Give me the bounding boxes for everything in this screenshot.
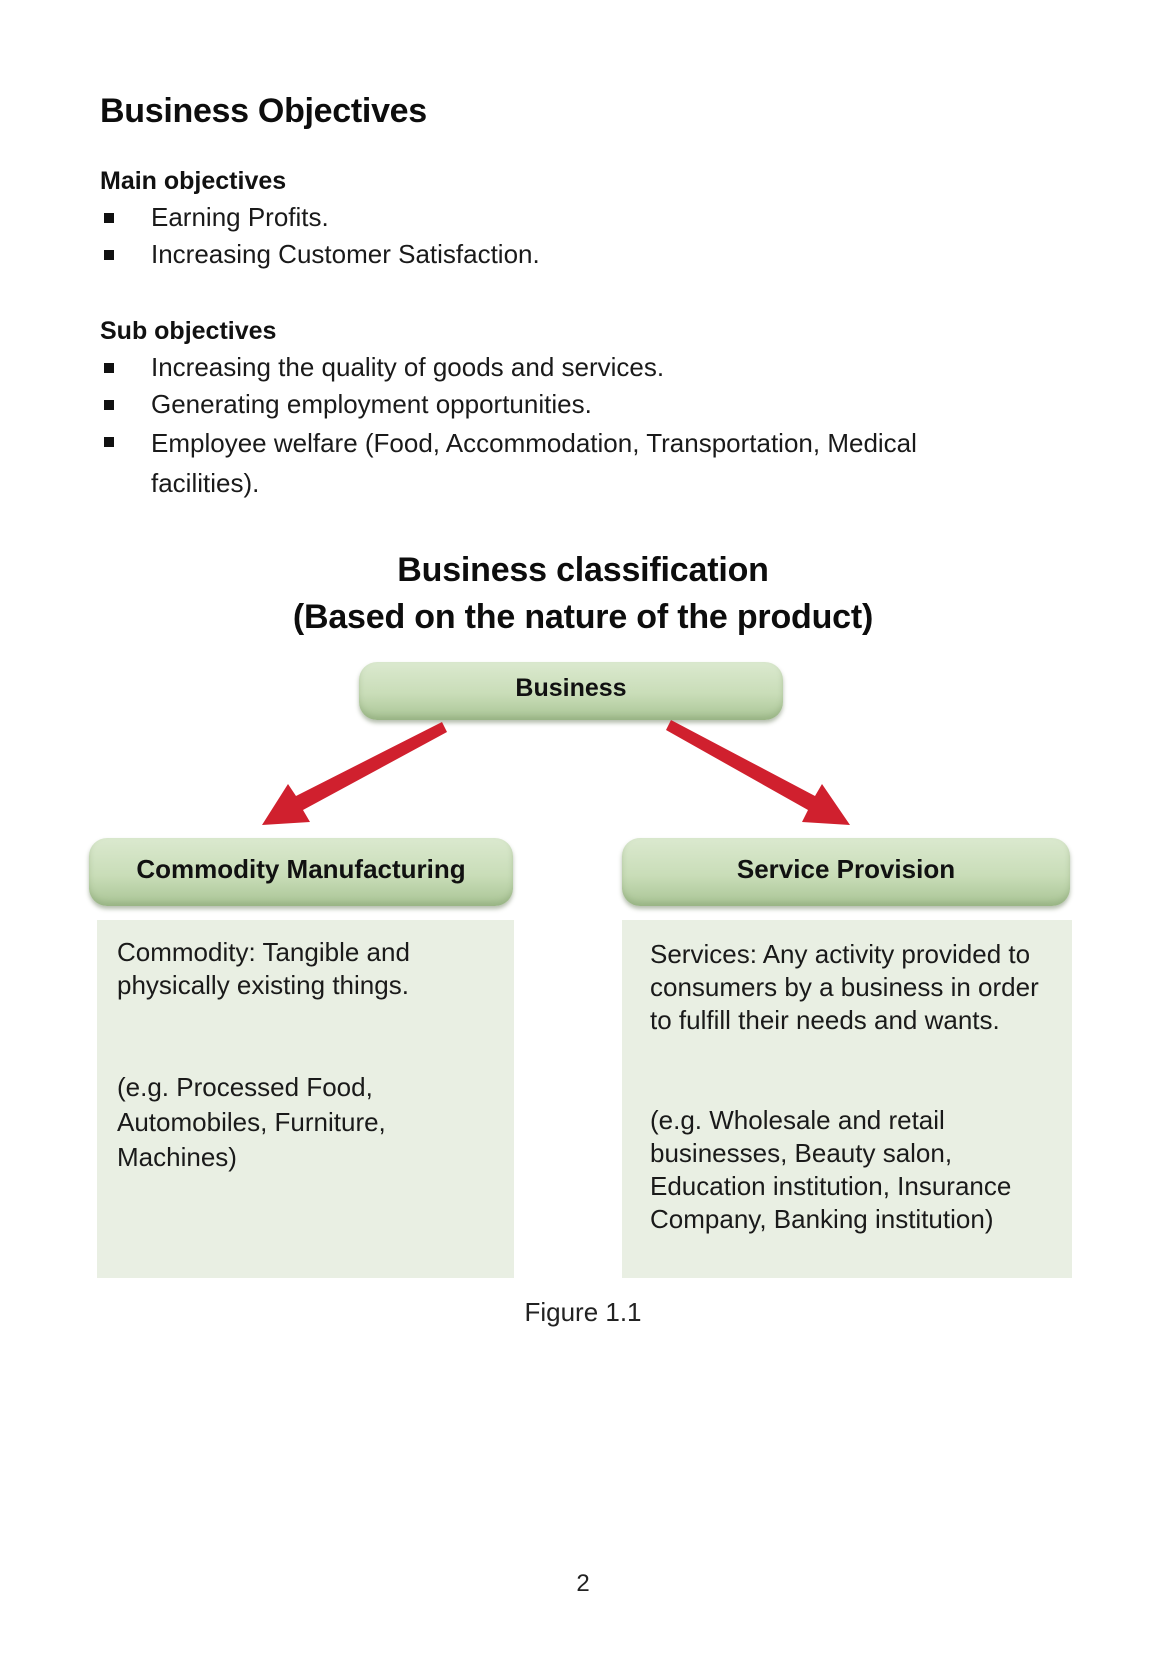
- square-bullet-icon: [104, 437, 114, 447]
- arrow-right-icon: [666, 720, 850, 825]
- sub-objectives-list: Increasing the quality of goods and serv…: [100, 349, 1060, 503]
- business-node: Business: [359, 662, 783, 720]
- list-item-text: Employee welfare (Food, Accommodation, T…: [151, 428, 917, 498]
- list-item: Increasing Customer Satisfaction.: [100, 236, 1060, 273]
- main-objectives-heading: Main objectives: [100, 167, 287, 195]
- list-item: Increasing the quality of goods and serv…: [100, 349, 1060, 386]
- square-bullet-icon: [104, 400, 114, 410]
- square-bullet-icon: [104, 363, 114, 373]
- commodity-manufacturing-node: Commodity Manufacturing: [89, 838, 513, 906]
- list-item: Generating employment opportunities.: [100, 386, 1060, 423]
- square-bullet-icon: [104, 250, 114, 260]
- commodity-description-box: Commodity: Tangible and physically exist…: [97, 920, 514, 1278]
- list-item-text: Generating employment opportunities.: [151, 389, 592, 419]
- main-objectives-section: Main objectives Earning Profits. Increas…: [100, 165, 1060, 273]
- sub-objectives-section: Sub objectives Increasing the quality of…: [100, 315, 1060, 503]
- commodity-examples: (e.g. Processed Food, Automobiles, Furni…: [117, 1072, 386, 1172]
- arrow-left-icon: [262, 722, 447, 825]
- commodity-definition: Commodity: Tangible and physically exist…: [117, 937, 410, 1000]
- sub-objectives-heading: Sub objectives: [100, 317, 277, 345]
- list-item-text: Increasing the quality of goods and serv…: [151, 352, 665, 382]
- list-item: Employee welfare (Food, Accommodation, T…: [100, 423, 1011, 503]
- square-bullet-icon: [104, 213, 114, 223]
- service-examples: (e.g. Wholesale and retail businesses, B…: [650, 1105, 1012, 1234]
- main-objectives-list: Earning Profits. Increasing Customer Sat…: [100, 199, 1060, 273]
- service-provision-node: Service Provision: [622, 838, 1070, 906]
- service-description-box: Services: Any activity provided to consu…: [622, 920, 1072, 1278]
- page-title: Business Objectives: [100, 92, 427, 130]
- diagram-title-line2: (Based on the nature of the product): [292, 598, 874, 636]
- service-definition: Services: Any activity provided to consu…: [650, 939, 1039, 1035]
- figure-caption: Figure 1.1: [524, 1297, 642, 1327]
- page-number: 2: [576, 1570, 590, 1597]
- list-item: Earning Profits.: [100, 199, 1060, 236]
- diagram-title-line1: Business classification: [397, 551, 769, 589]
- list-item-text: Earning Profits.: [151, 202, 329, 232]
- list-item-text: Increasing Customer Satisfaction.: [151, 239, 540, 269]
- diagram-title: Business classification (Based on the na…: [0, 547, 1166, 641]
